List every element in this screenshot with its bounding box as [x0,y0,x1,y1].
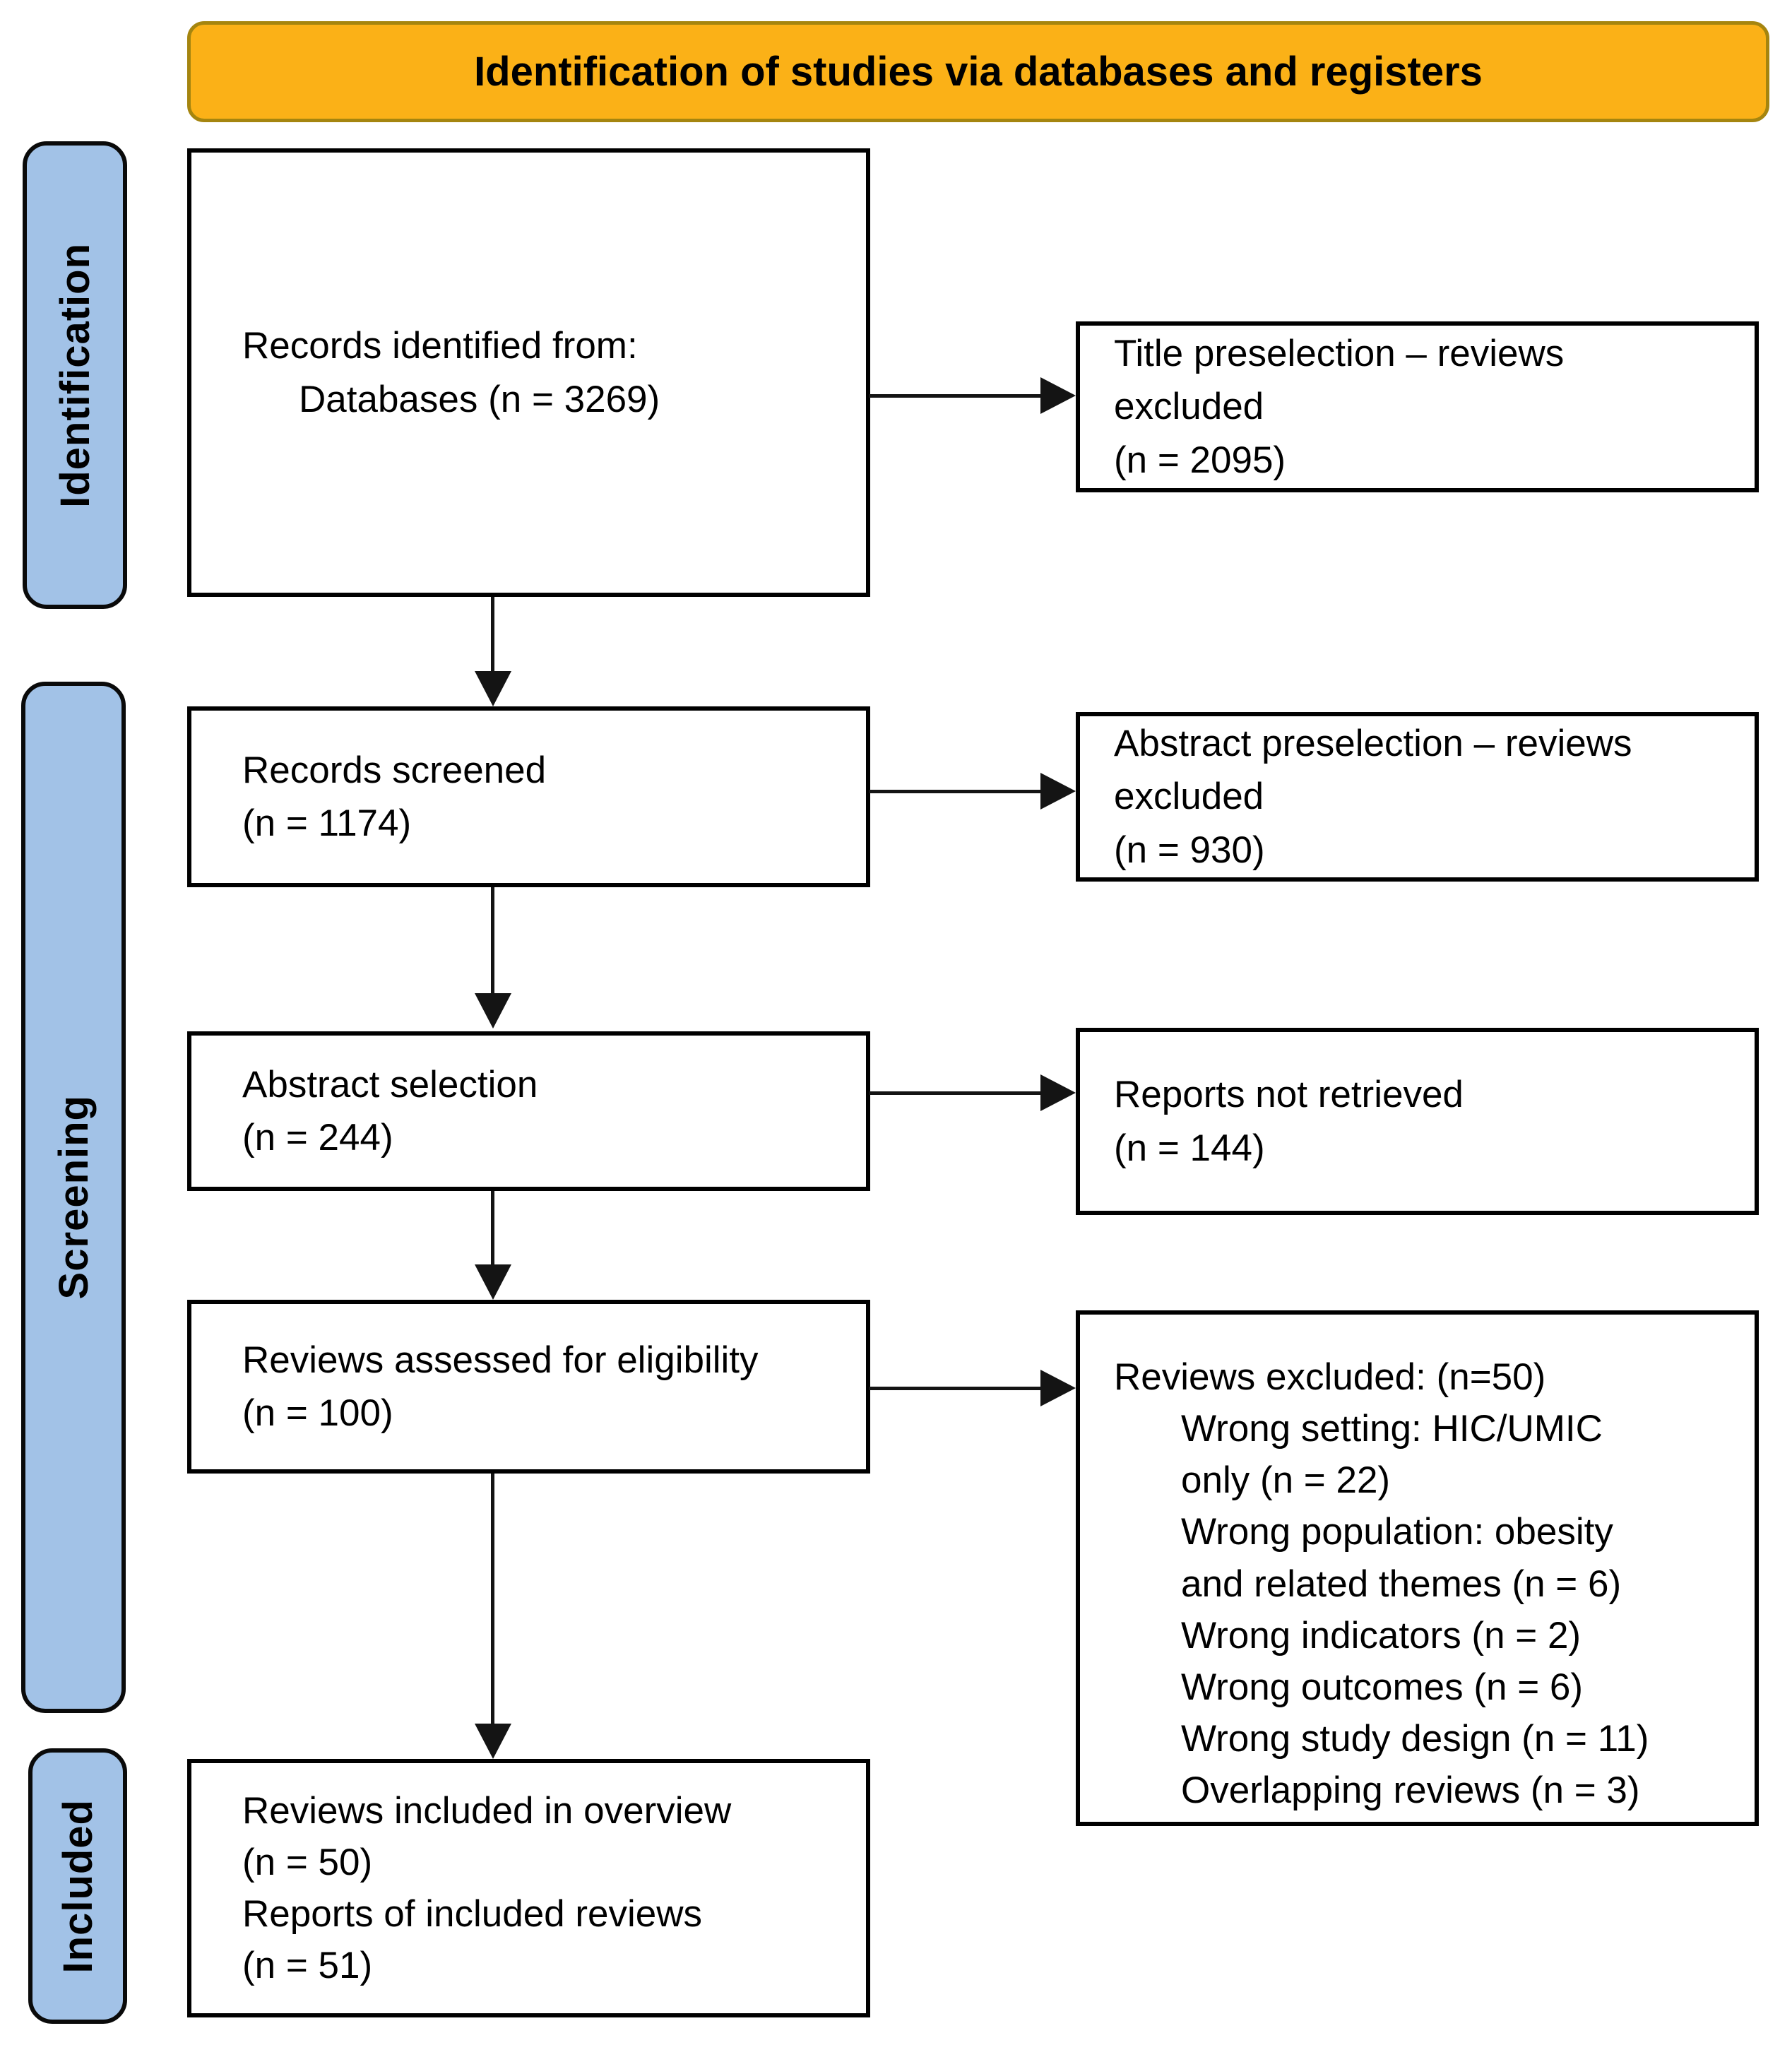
text-line: excluded [1114,386,1264,428]
side-box-reports-not-retrieved: Reports not retrieved (n = 144) [1076,1028,1759,1215]
text-line: Wrong population: obesity and related th… [1181,1511,1622,1605]
text-line: excluded [1114,776,1264,818]
arrow-down-3-stem [491,1191,494,1264]
stage-label-screening-text: Screening [50,1095,97,1300]
arrow-down-2-head [475,993,511,1029]
arrow-right-2-stem [869,790,1040,793]
text-line: Abstract selection [242,1063,538,1106]
arrow-right-3-stem [869,1091,1040,1095]
banner-title: Identification of studies via databases … [187,21,1769,122]
arrow-right-4-stem [869,1387,1040,1390]
flow-box-records-screened: Records screened (n = 1174) [187,706,870,887]
flow-box-reviews-included: Reviews included in overview (n = 50) Repo… [187,1759,870,2017]
text-line: Wrong setting: HIC/UMIC only (n = 22) [1181,1408,1603,1502]
text-line: (n = 1174) [242,802,412,844]
arrow-down-4-head [475,1724,511,1759]
text-line: Title preselection – reviews [1114,333,1565,375]
stage-label-identification-text: Identification [52,242,98,508]
banner-title-text: Identification of studies via databases … [474,49,1483,95]
side-box-title-preselection: Title preselection – reviews excluded (n =… [1076,321,1759,492]
text-line: Wrong outcomes (n = 6) [1181,1666,1584,1708]
text-line: Reports not retrieved [1114,1074,1464,1116]
text-line: Reports of included reviews [242,1893,703,1935]
reviews-excluded-header: Reviews excluded: (n=50) [1114,1356,1546,1398]
text-line: (n = 144) [1114,1127,1265,1169]
text-line: (n = 51) [242,1945,373,1987]
arrow-down-1-head [475,671,511,706]
text-line: Abstract preselection – reviews [1114,723,1632,765]
text-line: Records identified from: [242,325,638,367]
stage-label-included-text: Included [54,1798,101,1974]
arrow-right-1-head [1040,377,1076,414]
arrow-down-3-head [475,1264,511,1300]
text-line: (n = 930) [1114,829,1265,871]
arrow-down-4-stem [491,1474,494,1724]
arrow-right-2-head [1040,773,1076,810]
text-line: Records screened [242,749,547,791]
reviews-excluded-items: Wrong setting: HIC/UMIC only (n = 22)Wro… [1114,1403,1735,1816]
text-line: (n = 2095) [1114,439,1286,481]
flow-box-records-identified: Records identified from: Databases (n = 3… [187,148,870,597]
text-line: (n = 50) [242,1841,373,1883]
stage-label-screening: Screening [21,682,126,1713]
text-line: Overlapping reviews (n = 3) [1181,1770,1640,1811]
text-line: Wrong study design (n = 11) [1181,1717,1649,1760]
arrow-right-1-stem [869,394,1040,398]
text-line: (n = 100) [242,1392,393,1434]
text-line: Reviews assessed for eligibility [242,1339,759,1381]
stage-label-identification: Identification [23,141,127,609]
arrow-right-3-head [1040,1074,1076,1111]
text-line: Wrong indicators (n = 2) [1181,1614,1582,1656]
text-line: (n = 244) [242,1117,393,1158]
flow-box-abstract-selection: Abstract selection (n = 244) [187,1031,870,1191]
text-line: Databases (n = 3269) [299,378,660,420]
arrow-down-2-stem [491,887,494,993]
flow-box-reviews-assessed: Reviews assessed for eligibility (n = 100… [187,1300,870,1474]
side-box-abstract-preselection: Abstract preselection – reviews excluded (… [1076,712,1759,882]
arrow-right-4-head [1040,1370,1076,1406]
side-box-reviews-excluded: Reviews excluded: (n=50) Wrong setting: … [1076,1310,1759,1826]
stage-label-included: Included [28,1748,127,2024]
arrow-down-1-stem [491,597,494,671]
text-line: Reviews included in overview [242,1789,732,1832]
